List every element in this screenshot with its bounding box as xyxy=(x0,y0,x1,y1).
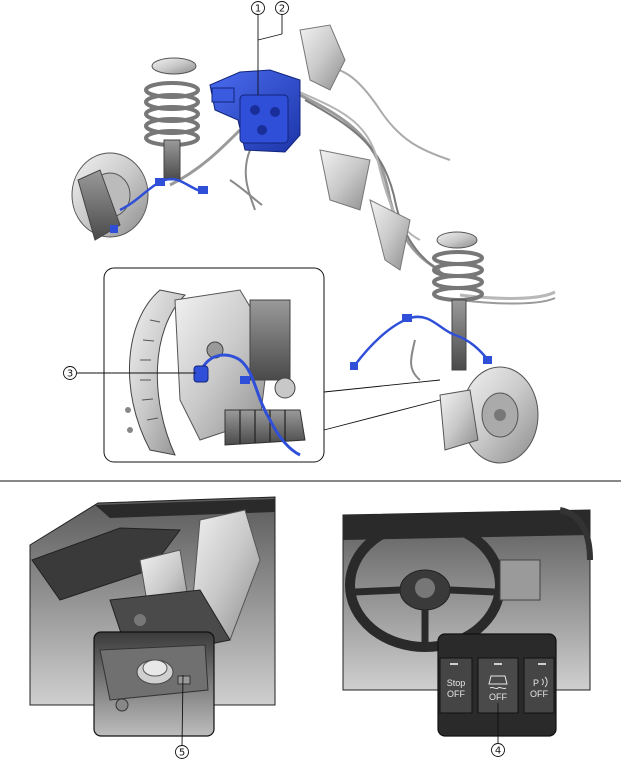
switch-panel-inset: Stop OFF OFF P OFF xyxy=(437,633,557,737)
callout-1: 1 xyxy=(251,1,265,15)
switch-right-label-bottom: OFF xyxy=(530,689,548,699)
parking-sensor-icon: P xyxy=(533,676,548,688)
svg-text:2: 2 xyxy=(279,4,285,15)
callout-5: 5 xyxy=(175,674,189,759)
switch-left-label-bottom: OFF xyxy=(447,689,465,699)
svg-text:3: 3 xyxy=(67,369,73,380)
leader-lines-1-2 xyxy=(257,15,283,95)
switch-left-label-top: Stop xyxy=(447,678,466,688)
svg-text:5: 5 xyxy=(179,748,185,759)
svg-text:4: 4 xyxy=(495,746,501,757)
front-left-suspension xyxy=(71,57,208,241)
svg-text:P: P xyxy=(533,678,539,688)
switch-center-label: OFF xyxy=(489,692,507,702)
callout-3: 3 xyxy=(63,366,196,380)
traction-control-off-icon xyxy=(488,675,508,690)
wheel-speed-sensor-detail xyxy=(103,267,441,463)
callout-2: 2 xyxy=(275,1,289,15)
console-detail-inset xyxy=(93,631,215,737)
abs-hydraulic-unit xyxy=(209,69,301,153)
svg-text:1: 1 xyxy=(255,4,261,15)
callout-4: 4 xyxy=(491,703,505,757)
front-right-suspension xyxy=(350,231,539,464)
brake-lines-assembly xyxy=(169,24,556,305)
